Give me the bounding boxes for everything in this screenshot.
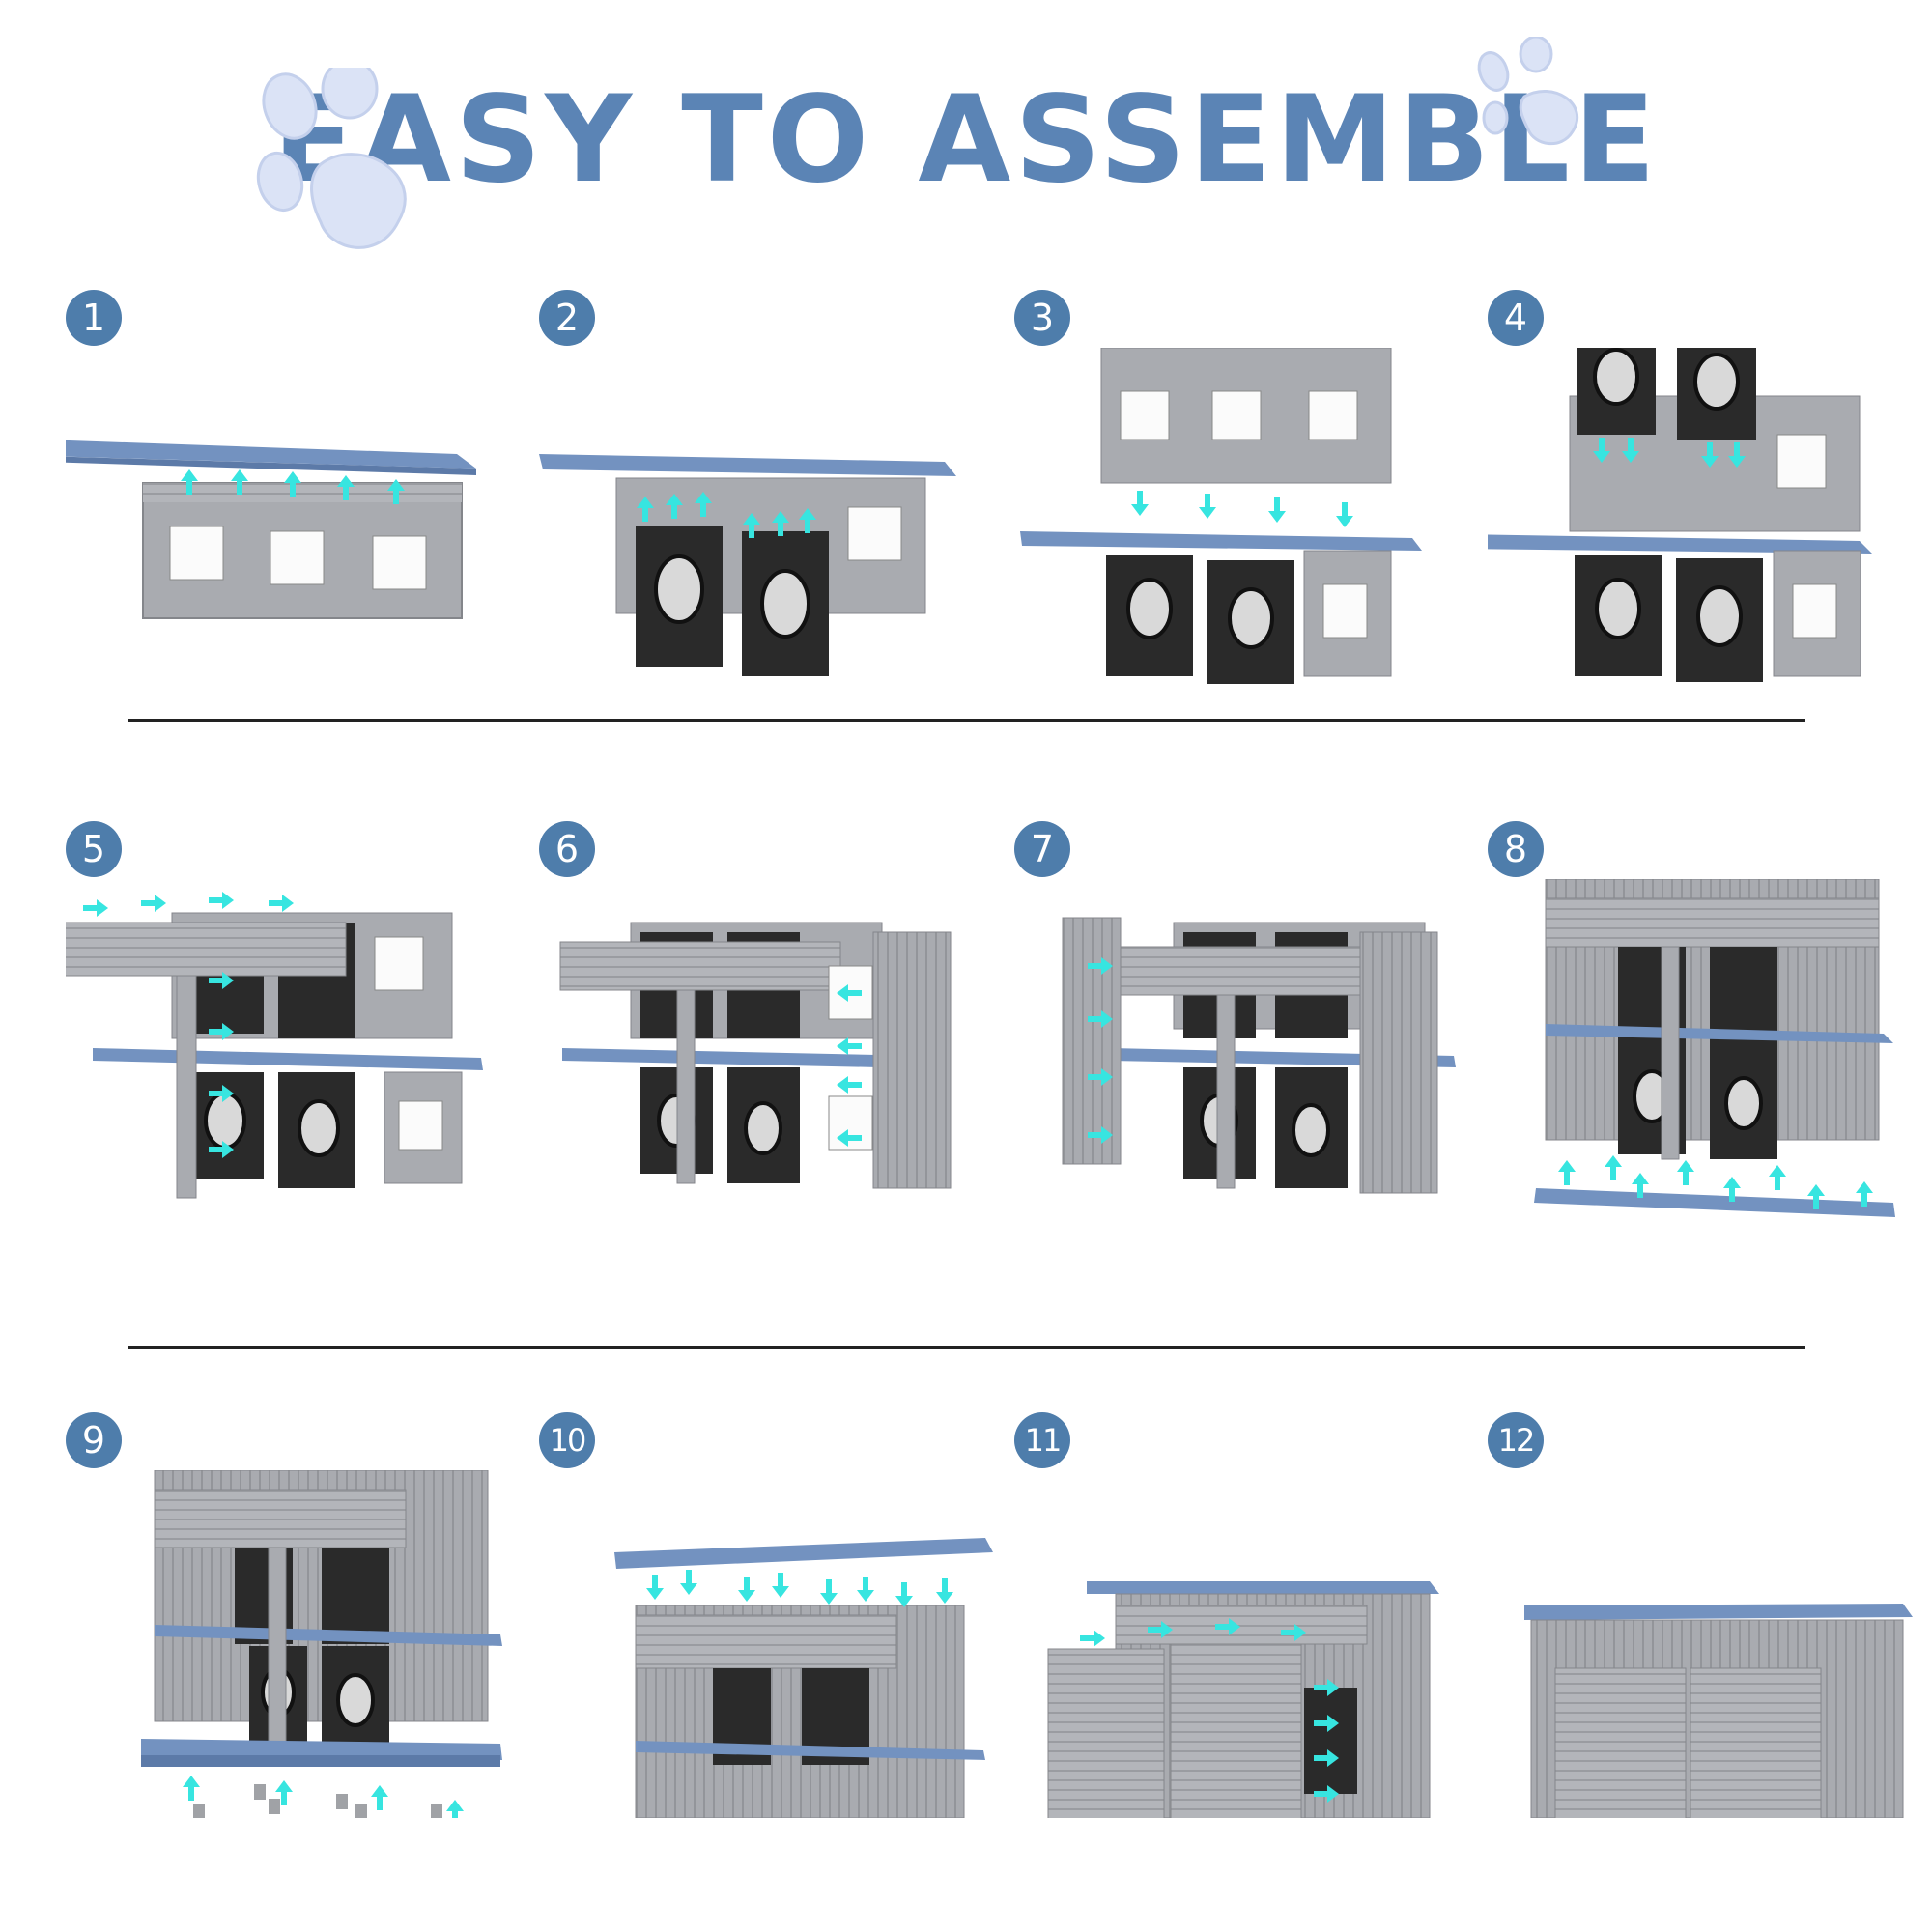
step-number-badge: 12 (1488, 1412, 1544, 1468)
step-number-badge: 4 (1488, 290, 1544, 346)
section-divider (128, 719, 1805, 722)
step-illustration (141, 1470, 502, 1818)
step-1: 1 (66, 290, 549, 696)
step-number-badge: 9 (66, 1412, 122, 1468)
step-10: 10 (539, 1412, 1022, 1818)
step-9: 9 (66, 1412, 549, 1818)
step-4: 4 (1488, 290, 1932, 696)
step-illustration (1020, 348, 1422, 684)
step-illustration (1047, 1581, 1439, 1818)
step-12: 12 (1488, 1412, 1932, 1818)
paw-print-icon (256, 68, 407, 249)
step-number-badge: 3 (1014, 290, 1070, 346)
step-number-badge: 10 (539, 1412, 595, 1468)
step-illustration (559, 922, 952, 1189)
step-illustration (1534, 879, 1895, 1217)
step-number-badge: 8 (1488, 821, 1544, 877)
section-divider (128, 1346, 1805, 1349)
step-8: 8 (1488, 821, 1932, 1227)
step-illustration (614, 1538, 993, 1818)
step-number-badge: 11 (1014, 1412, 1070, 1468)
step-2: 2 (539, 290, 1022, 696)
step-3: 3 (1014, 290, 1497, 696)
step-illustration (1062, 917, 1456, 1194)
page-title: EASY TO ASSEMBLE (272, 71, 1660, 210)
step-number-badge: 1 (66, 290, 122, 346)
step-illustration (1488, 348, 1872, 682)
step-illustration (66, 892, 483, 1199)
paw-print-icon (1477, 37, 1579, 146)
step-number-badge: 2 (539, 290, 595, 346)
step-5: 5 (66, 821, 549, 1227)
step-7: 7 (1014, 821, 1497, 1227)
step-illustration (1524, 1604, 1913, 1818)
step-illustration (66, 440, 476, 619)
step-illustration (539, 454, 956, 676)
step-number-badge: 7 (1014, 821, 1070, 877)
step-6: 6 (539, 821, 1022, 1227)
step-number-badge: 5 (66, 821, 122, 877)
step-number-badge: 6 (539, 821, 595, 877)
step-11: 11 (1014, 1412, 1497, 1818)
